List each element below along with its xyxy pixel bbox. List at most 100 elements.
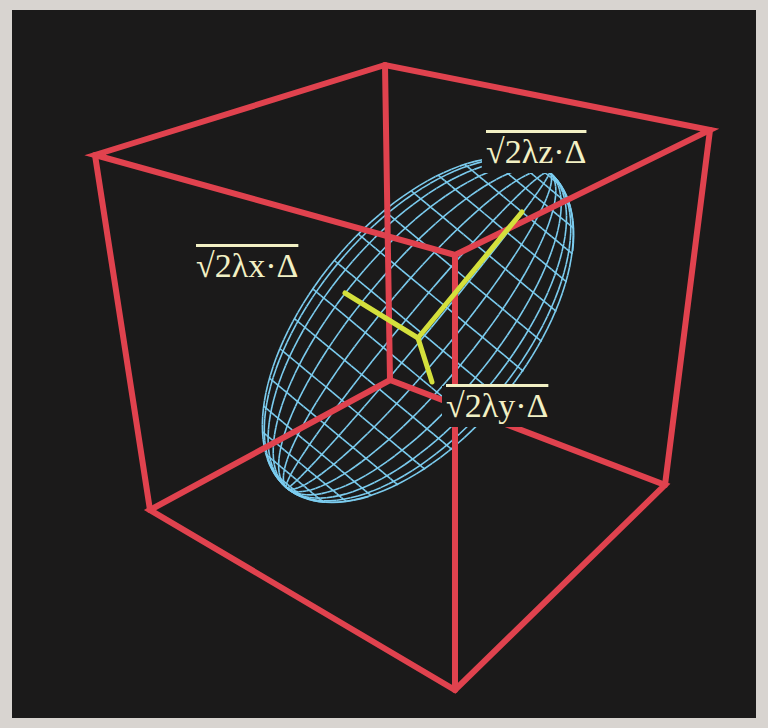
- mesh-line: [511, 254, 516, 261]
- mesh-line: [360, 486, 367, 489]
- mesh-line: [506, 184, 511, 188]
- mesh-line: [441, 451, 449, 457]
- mesh-line: [264, 411, 266, 419]
- mesh-line: [305, 486, 308, 488]
- mesh-line: [416, 469, 424, 474]
- mesh-line: [268, 459, 270, 465]
- mesh-line: [446, 191, 453, 196]
- mesh-line: [348, 237, 355, 245]
- mesh-line: [283, 485, 286, 488]
- mesh-line: [372, 353, 379, 361]
- mesh-line: [307, 489, 310, 491]
- mesh-line: [497, 211, 502, 217]
- mesh-line: [545, 185, 548, 187]
- mesh-line: [462, 165, 470, 168]
- mesh-line: [542, 268, 546, 276]
- mesh-line: [279, 374, 282, 382]
- ellipsoid-wireframe: [262, 157, 573, 502]
- mesh-line: [312, 499, 318, 502]
- mesh-line: [317, 293, 320, 296]
- mesh-line: [553, 176, 557, 180]
- mesh-line: [285, 486, 287, 487]
- mesh-line: [532, 347, 537, 356]
- mesh-line: [381, 413, 388, 420]
- mesh-line: [306, 328, 311, 332]
- mesh-line: [373, 466, 380, 471]
- mesh-line: [457, 271, 465, 278]
- mesh-line: [293, 482, 295, 484]
- mesh-line: [423, 257, 430, 265]
- mesh-line: [337, 475, 343, 479]
- mesh-line: [572, 214, 573, 221]
- mesh-line: [480, 177, 484, 180]
- mesh-line: [490, 179, 496, 182]
- mesh-line: [332, 501, 339, 503]
- mesh-line: [484, 180, 489, 184]
- mesh-line: [378, 469, 383, 473]
- mesh-line: [396, 426, 403, 433]
- mesh-line: [366, 471, 373, 475]
- mesh-line: [341, 427, 347, 433]
- mesh-line: [412, 191, 413, 192]
- mesh-line: [539, 180, 542, 182]
- mesh-line: [298, 476, 301, 479]
- mesh-line: [346, 500, 353, 501]
- mesh-line: [533, 251, 537, 258]
- mesh-line: [397, 464, 405, 469]
- mesh-line: [266, 403, 267, 411]
- mesh-line: [519, 336, 525, 345]
- mesh-line: [394, 399, 401, 406]
- mesh-line: [529, 227, 533, 233]
- mesh-line: [408, 219, 416, 226]
- mesh-line: [551, 276, 554, 284]
- mesh-line: [476, 378, 482, 383]
- mesh-line: [541, 236, 544, 243]
- mesh-line: [546, 174, 548, 175]
- mesh-line: [417, 462, 420, 465]
- mesh-line: [547, 233, 552, 237]
- mesh-line: [354, 499, 362, 501]
- mesh-line: [510, 290, 515, 298]
- mesh-line: [572, 221, 574, 228]
- mesh-line: [400, 479, 408, 483]
- mesh-line: [292, 407, 295, 414]
- mesh-line: [565, 209, 567, 215]
- mesh-line: [307, 298, 313, 307]
- mesh-line: [417, 431, 424, 438]
- mesh-line: [262, 417, 264, 425]
- mesh-line: [493, 188, 498, 192]
- mesh-line: [336, 353, 343, 359]
- mesh-line: [491, 217, 497, 223]
- mesh-line: [463, 234, 470, 240]
- mesh-line: [436, 447, 444, 453]
- mesh-line: [548, 175, 550, 176]
- mesh-line: [306, 490, 310, 491]
- mesh-line: [361, 433, 367, 439]
- mesh-line: [298, 457, 301, 462]
- mesh-line: [429, 359, 436, 367]
- mesh-line: [413, 199, 421, 205]
- mesh-line: [451, 229, 458, 236]
- mesh-line: [336, 466, 341, 470]
- mesh-line: [444, 236, 451, 243]
- mesh-line: [502, 174, 508, 177]
- mesh-line: [298, 402, 304, 407]
- mesh-line: [290, 474, 293, 476]
- mesh-line: [467, 169, 474, 172]
- mesh-line: [427, 287, 434, 295]
- mesh-line: [477, 206, 483, 211]
- mesh-line: [472, 203, 478, 208]
- mesh-line: [524, 206, 528, 211]
- mesh-line: [381, 484, 389, 488]
- mesh-line: [540, 301, 544, 310]
- mesh-line: [333, 488, 339, 490]
- mesh-line: [560, 211, 562, 217]
- mesh-line: [536, 177, 539, 179]
- mesh-line: [293, 466, 295, 470]
- mesh-line: [283, 342, 287, 351]
- mesh-line: [278, 458, 280, 463]
- mesh-line: [512, 177, 516, 180]
- mesh-line: [360, 246, 367, 254]
- mesh-line: [279, 480, 283, 484]
- mesh-line: [570, 208, 571, 215]
